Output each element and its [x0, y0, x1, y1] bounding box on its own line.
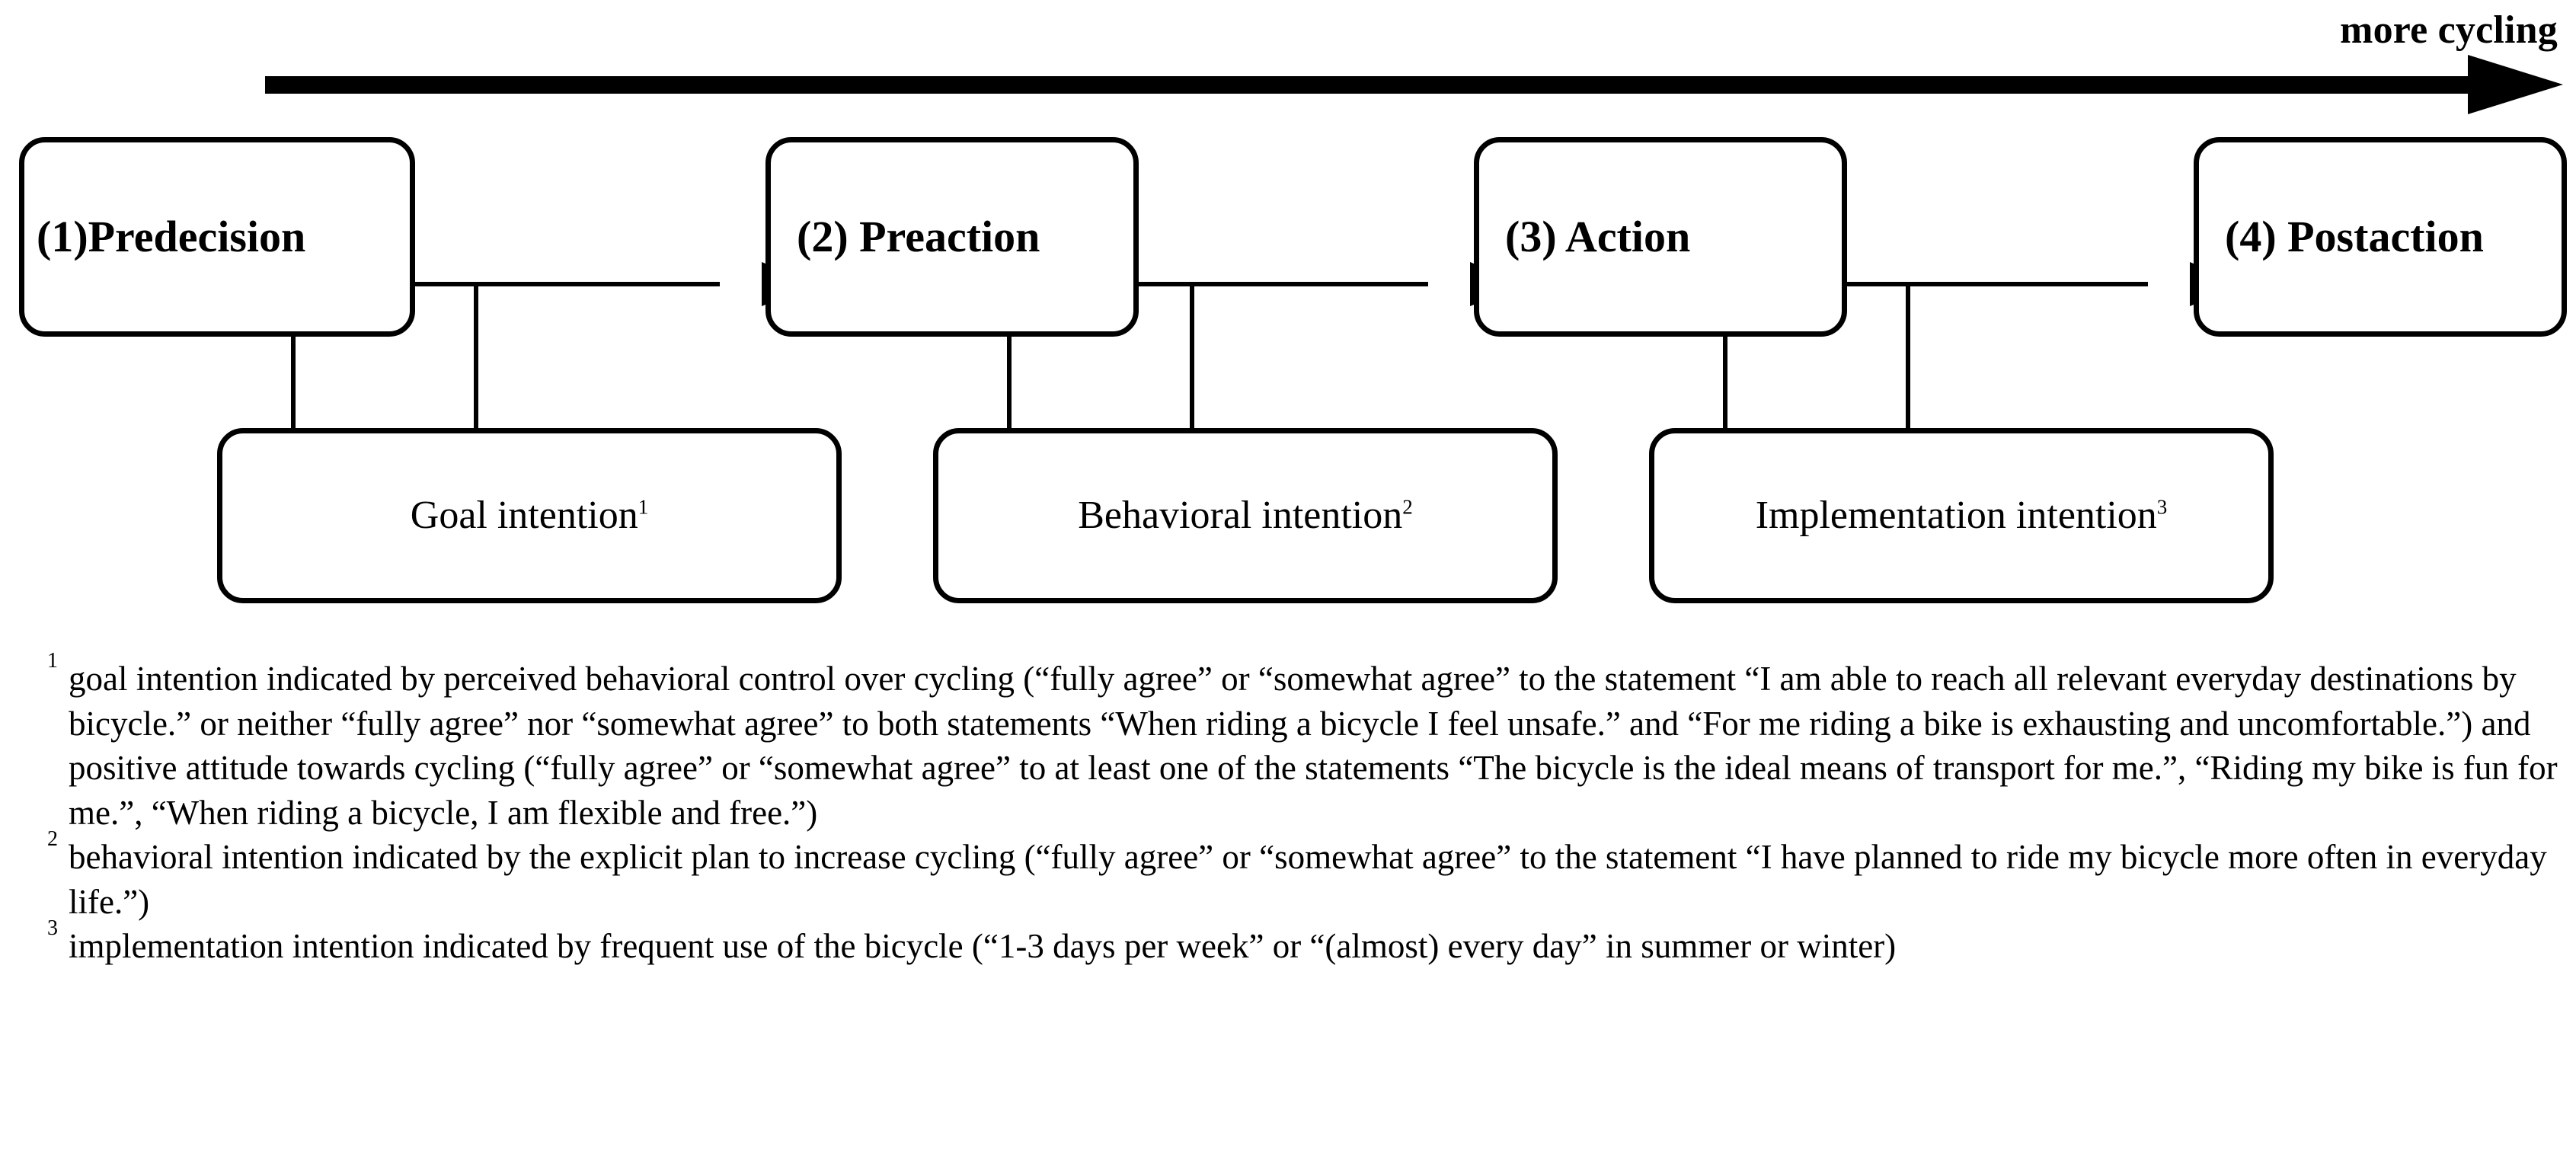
footnote-2: 2 behavioral intention indicated by the e…	[47, 829, 2561, 924]
stage-label-action: (3) Action	[1505, 212, 1691, 261]
intention-footnote-marker-behavioral: 2	[1402, 495, 1413, 519]
footnote-marker-3: 3	[47, 916, 58, 940]
intention-label-goal: Goal intention1	[411, 496, 648, 535]
footnote-text-1: goal intention indicated by perceived be…	[69, 660, 2558, 832]
footnote-marker-1: 1	[47, 649, 58, 673]
intention-box-goal[interactable]: Goal intention1	[217, 428, 842, 603]
stage-box-action[interactable]: (3) Action	[1474, 137, 1847, 337]
stage-label-postaction: (4) Postaction	[2225, 212, 2484, 261]
intention-label-implementation: Implementation intention3	[1756, 496, 2168, 535]
stage-box-postaction[interactable]: (4) Postaction	[2194, 137, 2567, 337]
footnote-marker-2: 2	[47, 827, 58, 851]
footnote-text-2: behavioral intention indicated by the ex…	[69, 838, 2547, 921]
footnote-text-3: implementation intention indicated by fr…	[69, 927, 1897, 965]
stage-label-preaction: (2) Preaction	[797, 212, 1040, 261]
stage-box-preaction[interactable]: (2) Preaction	[765, 137, 1139, 337]
intention-footnote-marker-goal: 1	[638, 495, 649, 519]
intention-label-behavioral: Behavioral intention2	[1078, 496, 1413, 535]
stage-box-predecision[interactable]: (1)Predecision	[19, 137, 415, 337]
footnotes-block: 1 goal intention indicated by perceived b…	[47, 651, 2561, 969]
intention-text-goal: Goal intention	[410, 494, 638, 537]
stage-label-predecision: (1)Predecision	[37, 212, 306, 261]
intention-text-behavioral: Behavioral intention	[1078, 494, 1403, 537]
intention-box-implementation[interactable]: Implementation intention3	[1649, 428, 2274, 603]
more-cycling-label: more cycling	[2340, 8, 2558, 52]
intention-text-implementation: Implementation intention	[1755, 494, 2157, 537]
footnote-3: 3 implementation intention indicated by f…	[47, 918, 2561, 969]
intention-footnote-marker-implementation: 3	[2156, 495, 2168, 519]
intention-box-behavioral[interactable]: Behavioral intention2	[933, 428, 1558, 603]
footnote-1: 1 goal intention indicated by perceived b…	[47, 651, 2561, 835]
